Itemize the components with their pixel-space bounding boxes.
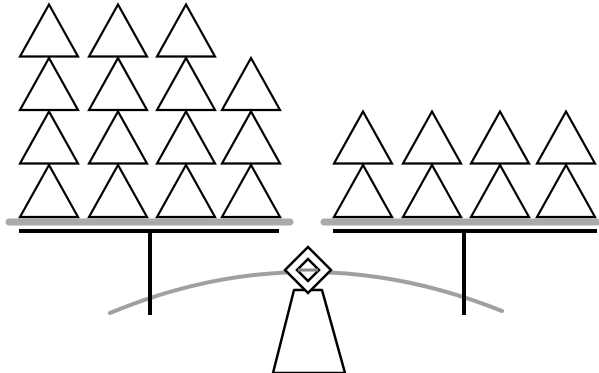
left-pan — [9, 222, 290, 231]
left-pan-triangle-2-4 — [89, 5, 147, 57]
right-pan-triangle-3-2 — [471, 112, 529, 164]
left-pan-triangle-3-4 — [157, 5, 215, 57]
right-pan-triangle-2-1 — [403, 165, 461, 217]
left-pan-triangle-2-3 — [89, 58, 147, 110]
left-pan-triangle-2-1 — [89, 165, 147, 217]
right-pan-triangle-2-2 — [403, 112, 461, 164]
right-pan-triangle-1-1 — [334, 165, 392, 217]
left-pan-triangle-3-3 — [157, 58, 215, 110]
right-pan-triangle-3-1 — [471, 165, 529, 217]
left-pan-triangle-1-3 — [20, 58, 78, 110]
right-pan — [324, 222, 597, 231]
left-pan-triangles — [20, 5, 280, 218]
left-pan-triangle-2-2 — [89, 112, 147, 164]
left-pan-triangle-1-1 — [20, 165, 78, 217]
right-pan-triangle-4-2 — [537, 112, 595, 164]
left-pan-triangle-4-3 — [222, 58, 280, 110]
left-pan-triangle-3-1 — [157, 165, 215, 217]
right-pan-triangle-1-2 — [334, 112, 392, 164]
right-pan-triangles — [334, 112, 595, 218]
left-pan-triangle-4-2 — [222, 112, 280, 164]
fulcrum-base — [273, 290, 345, 373]
fulcrum-pivot — [285, 247, 331, 293]
left-pan-triangle-1-2 — [20, 112, 78, 164]
left-pan-triangle-4-1 — [222, 165, 280, 217]
right-pan-triangle-4-1 — [537, 165, 595, 217]
left-pan-triangle-1-4 — [20, 5, 78, 57]
left-pan-triangle-3-2 — [157, 112, 215, 164]
